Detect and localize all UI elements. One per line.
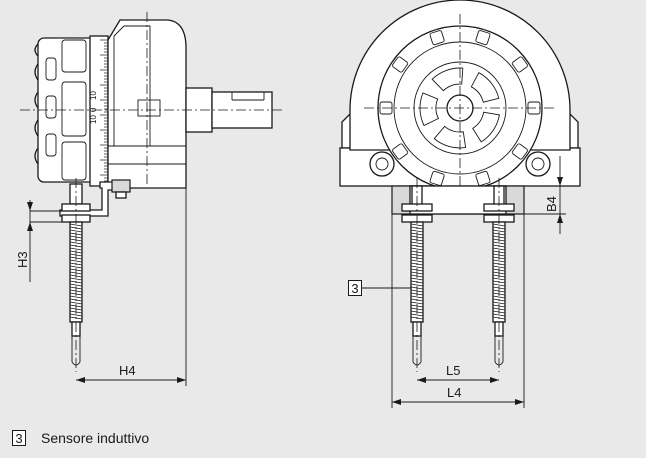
thread-line [410, 241, 424, 245]
handwheel-spokes [419, 67, 500, 149]
h4-label: H4 [119, 363, 136, 378]
thread-line [410, 313, 424, 317]
sensor-left-thread [410, 223, 424, 320]
thread-line [492, 223, 506, 227]
handwheel-grip-1 [45, 57, 57, 81]
thread-line [492, 265, 506, 269]
rim-notch [511, 56, 528, 73]
scale-ticks [100, 39, 108, 182]
handwheel-slot-bot [61, 141, 87, 181]
handwheel-window [470, 72, 500, 103]
rim-notch [429, 30, 445, 46]
rim-notch [475, 30, 491, 46]
h3-arrow-top [27, 202, 33, 211]
rim-notch [392, 143, 409, 160]
thread-line [492, 277, 506, 281]
b4-arrow-bottom [557, 214, 563, 223]
h3-label: H3 [15, 251, 30, 268]
sensor-right-cable [494, 336, 504, 362]
thread-line [69, 295, 83, 299]
handwheel-window [433, 125, 467, 149]
sensor-left-cable [412, 336, 422, 362]
legend-text: Sensore induttivo [41, 430, 150, 446]
thread-line [69, 265, 83, 269]
h4-arrow-right [177, 377, 186, 383]
thread-line [492, 295, 506, 299]
callout-number-box: 3 [348, 280, 362, 296]
thread-line [410, 277, 424, 281]
b4-label: B4 [544, 196, 559, 212]
thread-line [410, 229, 424, 233]
scale-mark-zero: 0 [89, 107, 98, 112]
thread-line [410, 301, 424, 305]
handwheel-slot-mid [61, 81, 87, 137]
side-view: 10 0 10 [15, 12, 282, 386]
rim-notch [392, 56, 409, 73]
thread-line [69, 301, 83, 305]
handwheel-grip-2 [45, 95, 57, 119]
thread-line [492, 241, 506, 245]
gear-housing-inner [113, 25, 151, 147]
handwheel-grip-3 [45, 133, 57, 157]
sensor-right-thread [492, 223, 506, 320]
thread-line [69, 277, 83, 281]
handwheel-window [472, 111, 500, 143]
l4-label: L4 [447, 385, 461, 400]
b4-arrow-top [557, 177, 563, 186]
bracket-screw-head [111, 179, 131, 193]
thread-line [410, 295, 424, 299]
handwheel-slot-top [61, 39, 87, 73]
thread-line [492, 247, 506, 251]
thread-line [410, 223, 424, 227]
handwheel-window [431, 67, 464, 92]
thread-line [492, 259, 506, 263]
l4-arrow-right [515, 399, 524, 405]
mount-hole-left [375, 157, 389, 171]
thread-line [410, 259, 424, 263]
thread-line [69, 229, 83, 233]
l5-arrow-right [490, 377, 499, 383]
rim-notch [429, 170, 445, 186]
scale-mark-bottom: 10 [89, 115, 98, 124]
legend-number-box: 3 [12, 430, 26, 446]
thread-line [410, 265, 424, 269]
thread-line [492, 283, 506, 287]
thread-line [492, 301, 506, 305]
thread-line [410, 247, 424, 251]
housing-boss [137, 99, 161, 117]
rim-notch [475, 170, 491, 186]
mount-boss-right [525, 151, 551, 177]
thread-line [410, 283, 424, 287]
h3-arrow-bottom [27, 222, 33, 231]
thread-line [69, 241, 83, 245]
bracket-screw-tip [115, 191, 127, 199]
thread-line [492, 313, 506, 317]
thread-line [69, 313, 83, 317]
thread-line [69, 223, 83, 227]
handwheel-window [419, 92, 440, 127]
l5-label: L5 [446, 363, 460, 378]
mount-hole-right [531, 157, 545, 171]
knurl-edge [34, 43, 39, 165]
l5-arrow-left [417, 377, 426, 383]
thread-line [69, 247, 83, 251]
h4-arrow-left [76, 377, 85, 383]
rim-notch [511, 143, 528, 160]
mount-boss-left [369, 151, 395, 177]
front-view: B4 L5 L4 [339, 0, 581, 408]
l4-arrow-left [392, 399, 401, 405]
thread-line [69, 283, 83, 287]
thread-line [69, 259, 83, 263]
scale-mark-top: 10 [89, 91, 98, 100]
sensor-cable-side [71, 336, 81, 362]
thread-line [492, 229, 506, 233]
